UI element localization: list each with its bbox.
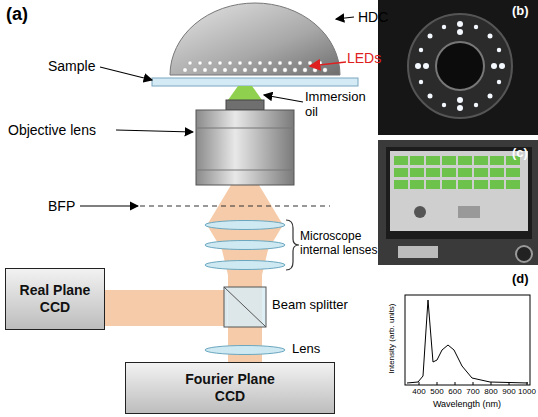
panel-letter: (c): [512, 146, 536, 161]
part-name: HDC: [358, 9, 398, 25]
hemispherical-dome: [170, 3, 340, 75]
light-beam: [105, 185, 283, 362]
part-name: Microscope internal lenses: [300, 230, 378, 258]
lens: [205, 346, 285, 355]
camera-box: Fourier Plane CCD: [125, 362, 335, 414]
panel-letter: (d): [512, 272, 536, 287]
tick-label: 400: [407, 387, 431, 396]
tick-label: 700: [461, 387, 485, 396]
axis-title: Wavelength (nm): [417, 399, 517, 409]
panel-letter: (a): [6, 4, 40, 25]
spectrum-chart: [405, 295, 530, 385]
axis-title: Intensity (arb. units): [387, 284, 396, 394]
immersion-oil: [228, 86, 262, 100]
led-photo: [378, 0, 538, 135]
part-name: LEDs: [347, 50, 387, 66]
panel-letter: (b): [512, 4, 536, 19]
part-name: Sample: [48, 58, 108, 74]
tick-label: 900: [497, 387, 521, 396]
tick-label: 600: [443, 387, 467, 396]
part-name: Immersion oil: [305, 90, 367, 120]
bracket: [286, 220, 299, 270]
text-holder: Real Plane CCD: [13, 282, 98, 316]
camera-box: Real Plane CCD: [5, 268, 105, 330]
box-label: Real Plane CCD: [13, 282, 98, 316]
beam-splitter: [224, 287, 266, 327]
tick-label: 800: [479, 387, 503, 396]
internal-lenses: [205, 221, 285, 270]
part-name: Beam splitter: [272, 298, 372, 313]
objective-lens: [196, 100, 294, 185]
setup-photo: [378, 140, 538, 265]
box-label: Fourier Plane CCD: [185, 371, 275, 405]
text-holder: Fourier Plane CCD: [185, 371, 275, 405]
part-name: Lens: [292, 342, 332, 357]
part-name: BFP: [48, 198, 88, 214]
part-name: Objective lens: [8, 122, 118, 138]
tick-label: 1000: [515, 387, 538, 396]
tick-label: 500: [425, 387, 449, 396]
back-focal-plane: [140, 205, 330, 206]
sample-slide: [152, 78, 358, 86]
